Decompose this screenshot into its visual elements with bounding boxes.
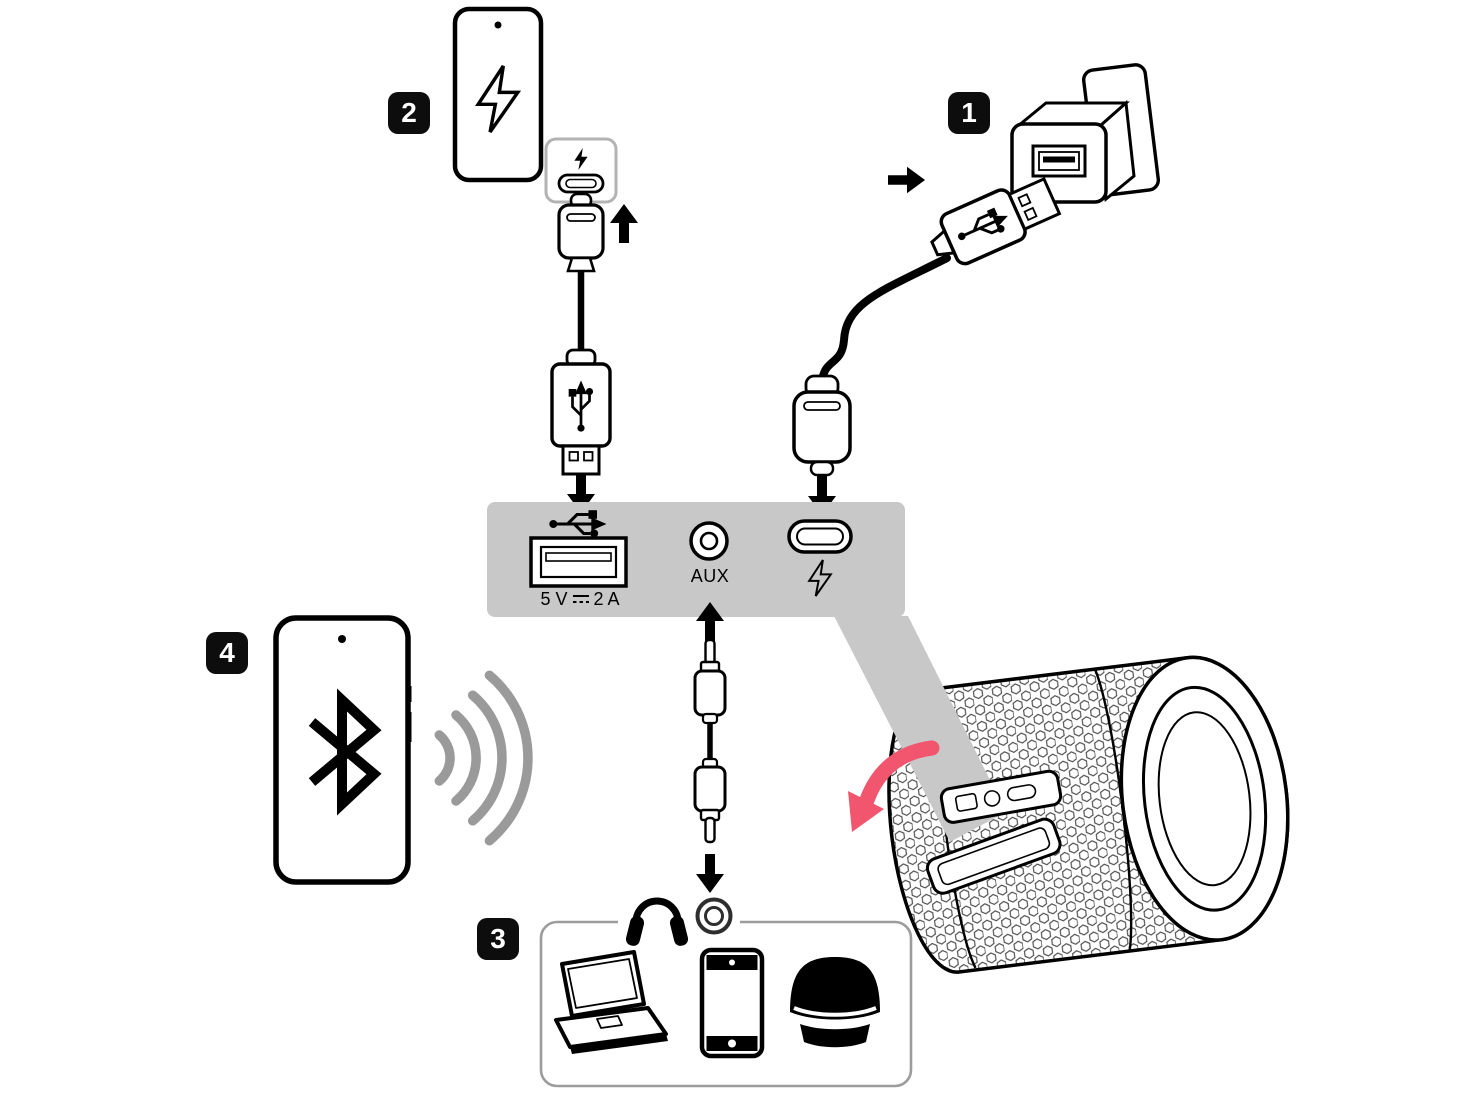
dc-symbol-icon <box>572 595 589 606</box>
port-cover-flap <box>925 769 1063 895</box>
headphones-icon <box>625 897 689 946</box>
usb-voltage-text: 5 V <box>540 589 568 609</box>
arrow-down-to-devices-icon <box>696 854 724 893</box>
bluetooth-speaker <box>887 655 1290 974</box>
step1-wall-outlet-charger <box>1010 63 1161 204</box>
portable-speaker-icon <box>790 957 880 1048</box>
bluetooth-waves-icon <box>434 670 533 846</box>
step-1-badge: 1 <box>948 92 990 134</box>
smartphone-icon <box>699 947 765 1059</box>
arrow-up-to-phone-icon <box>610 204 638 243</box>
laptop-icon <box>554 950 668 1054</box>
step2-phone-charging <box>452 6 544 183</box>
usb-current-text: 2 A <box>593 589 620 609</box>
phone-camera-dot <box>338 635 346 643</box>
aux-in-port <box>689 521 729 561</box>
aux-port-label: AUX <box>690 566 730 586</box>
step1-usb-c-plug <box>792 374 852 477</box>
step-3-badge: 3 <box>477 918 519 960</box>
step1-power-cable <box>818 254 951 386</box>
open-flap-arrow-icon <box>848 740 940 832</box>
usb-c-charge-port <box>787 519 853 554</box>
phone-side-button <box>406 686 412 702</box>
phone-camera-dot <box>494 21 502 29</box>
usb-port-spec-label: 5 V 2 A <box>524 589 636 610</box>
phone-usb-c-port-callout <box>544 137 618 204</box>
phone-side-button <box>406 712 412 742</box>
usb-a-out-port <box>529 536 628 588</box>
aux-cable <box>693 638 727 844</box>
aux-input-jack-icon <box>695 897 733 935</box>
arrow-to-charger-icon <box>888 166 926 194</box>
bluetooth-icon <box>308 688 382 816</box>
usb-c-to-usb-a-cable <box>550 192 612 476</box>
connection-panel <box>487 502 905 617</box>
step-2-badge: 2 <box>388 92 430 134</box>
step1-usb-a-plug <box>930 176 1062 266</box>
step4-bluetooth-phone <box>273 615 412 885</box>
step-4-badge: 4 <box>206 632 248 674</box>
